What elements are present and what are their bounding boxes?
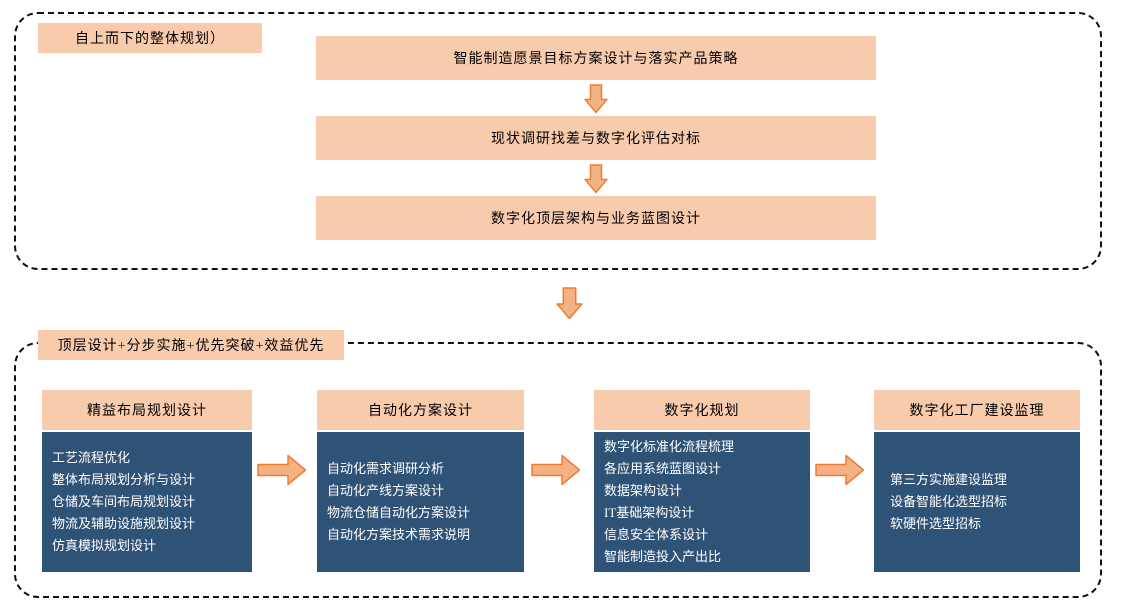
column-item: 设备智能化选型招标 [890,494,1008,509]
column-item: 自动化方案技术需求说明 [327,527,471,542]
column-digitalization-planning: 数字化规划 数字化标准化流程梳理 各应用系统蓝图设计 数据架构设计 IT基础架构… [594,390,810,572]
column-item: 物流仓储自动化方案设计 [327,505,471,520]
column-digital-factory-supervision: 数字化工厂建设监理 第三方实施建设监理 设备智能化选型招标 软硬件选型招标 [874,390,1080,572]
right-arrow-icon [257,454,307,486]
column-item: 数字化标准化流程梳理 [604,439,735,454]
column-item: 工艺流程优化 [52,450,131,465]
bottom-phase-panel: 顶层设计+分步实施+优先突破+效益优先 精益布局规划设计 工艺流程优化 整体布局… [14,330,1102,598]
column-item: 自动化需求调研分析 [327,461,445,476]
column-item: 软硬件选型招标 [890,516,982,531]
step-box-3: 数字化顶层架构与业务蓝图设计 [316,196,876,240]
column-body: 自动化需求调研分析 自动化产线方案设计 物流仓储自动化方案设计 自动化方案技术需… [317,432,524,572]
column-body: 第三方实施建设监理 设备智能化选型招标 软硬件选型招标 [874,432,1080,572]
right-arrow-icon [815,454,865,486]
column-item: 第三方实施建设监理 [890,472,1008,487]
top-phase-label: 自上而下的整体规划） [38,23,262,53]
column-body: 工艺流程优化 整体布局规划分析与设计 仓储及车间布局规划设计 物流及辅助设施规划… [42,432,252,572]
step-box-1: 智能制造愿景目标方案设计与落实产品策略 [316,36,876,80]
column-item: 信息安全体系设计 [604,527,709,542]
column-header: 精益布局规划设计 [42,390,252,430]
bottom-phase-label: 顶层设计+分步实施+优先突破+效益优先 [38,330,344,360]
column-automation-design: 自动化方案设计 自动化需求调研分析 自动化产线方案设计 物流仓储自动化方案设计 … [317,390,524,572]
down-arrow-icon [584,84,608,114]
down-arrow-icon [584,164,608,194]
column-item: 物流及辅助设施规划设计 [52,516,196,531]
right-arrow-icon [531,454,581,486]
column-lean-layout-planning: 精益布局规划设计 工艺流程优化 整体布局规划分析与设计 仓储及车间布局规划设计 … [42,390,252,572]
column-item: 仿真模拟规划设计 [52,538,157,553]
column-item: 数据架构设计 [604,483,683,498]
step-box-2: 现状调研找差与数字化评估对标 [316,116,876,160]
column-header: 数字化工厂建设监理 [874,390,1080,430]
column-item: 智能制造投入产出比 [604,549,722,564]
column-header: 数字化规划 [594,390,810,430]
top-phase-panel: 自上而下的整体规划） 智能制造愿景目标方案设计与落实产品策略 现状调研找差与数字… [14,12,1102,270]
column-item: 各应用系统蓝图设计 [604,461,722,476]
column-item: 仓储及车间布局规划设计 [52,494,196,509]
down-arrow-icon [556,287,583,320]
column-item: 整体布局规划分析与设计 [52,472,196,487]
column-header: 自动化方案设计 [317,390,524,430]
column-item: IT基础架构设计 [604,505,695,520]
column-body: 数字化标准化流程梳理 各应用系统蓝图设计 数据架构设计 IT基础架构设计 信息安… [594,432,810,572]
column-item: 自动化产线方案设计 [327,483,445,498]
